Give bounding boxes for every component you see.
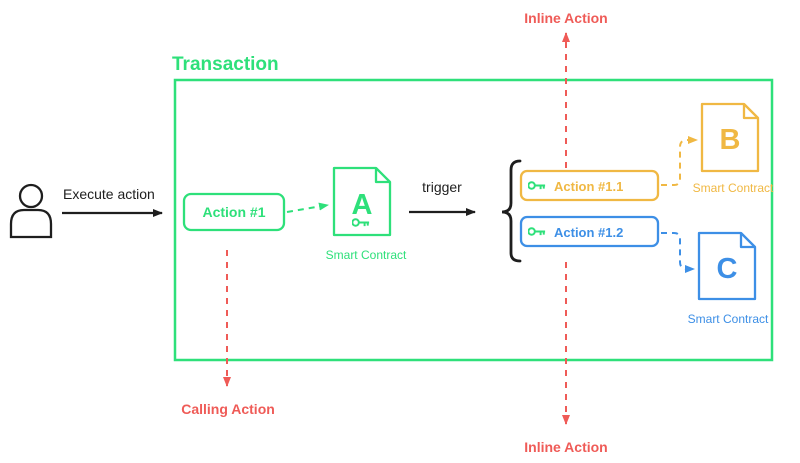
- contract-a-caption: Smart Contract: [326, 248, 407, 262]
- action-1-1-box: [519, 169, 660, 202]
- contract-b-letter: B: [720, 124, 741, 156]
- transaction-title: Transaction: [172, 54, 279, 75]
- inline-action-bottom-label: Inline Action: [524, 439, 607, 455]
- action-1-box: [182, 192, 286, 232]
- action-1-2-to-contract-c-arrow: [661, 232, 695, 273]
- calling-action-label: Calling Action: [181, 401, 275, 417]
- action-1-1-label: Action #1.1: [554, 179, 623, 194]
- contract-a-document-icon: [332, 166, 392, 237]
- action-1-to-contract-a-arrow: [286, 202, 329, 213]
- transaction-box: [173, 78, 774, 362]
- action-1-label: Action #1: [202, 204, 265, 220]
- contract-a-letter: A: [352, 189, 373, 221]
- action-1-2-label: Action #1.2: [554, 225, 623, 240]
- inline-action-top-label: Inline Action: [524, 10, 607, 26]
- contract-b-document-icon: [700, 102, 760, 173]
- execute-action-label: Execute action: [63, 186, 155, 202]
- action-1-2-box: [519, 215, 660, 248]
- trigger-label: trigger: [422, 179, 462, 195]
- action-1-1-to-contract-b-arrow: [661, 136, 698, 186]
- contract-c-document-icon: [697, 231, 757, 301]
- contract-c-caption: Smart Contract: [688, 312, 769, 326]
- user-icon: [9, 183, 53, 239]
- contract-b-caption: Smart Contract: [693, 181, 774, 195]
- brace-icon: [501, 159, 522, 263]
- contract-c-letter: C: [717, 253, 738, 285]
